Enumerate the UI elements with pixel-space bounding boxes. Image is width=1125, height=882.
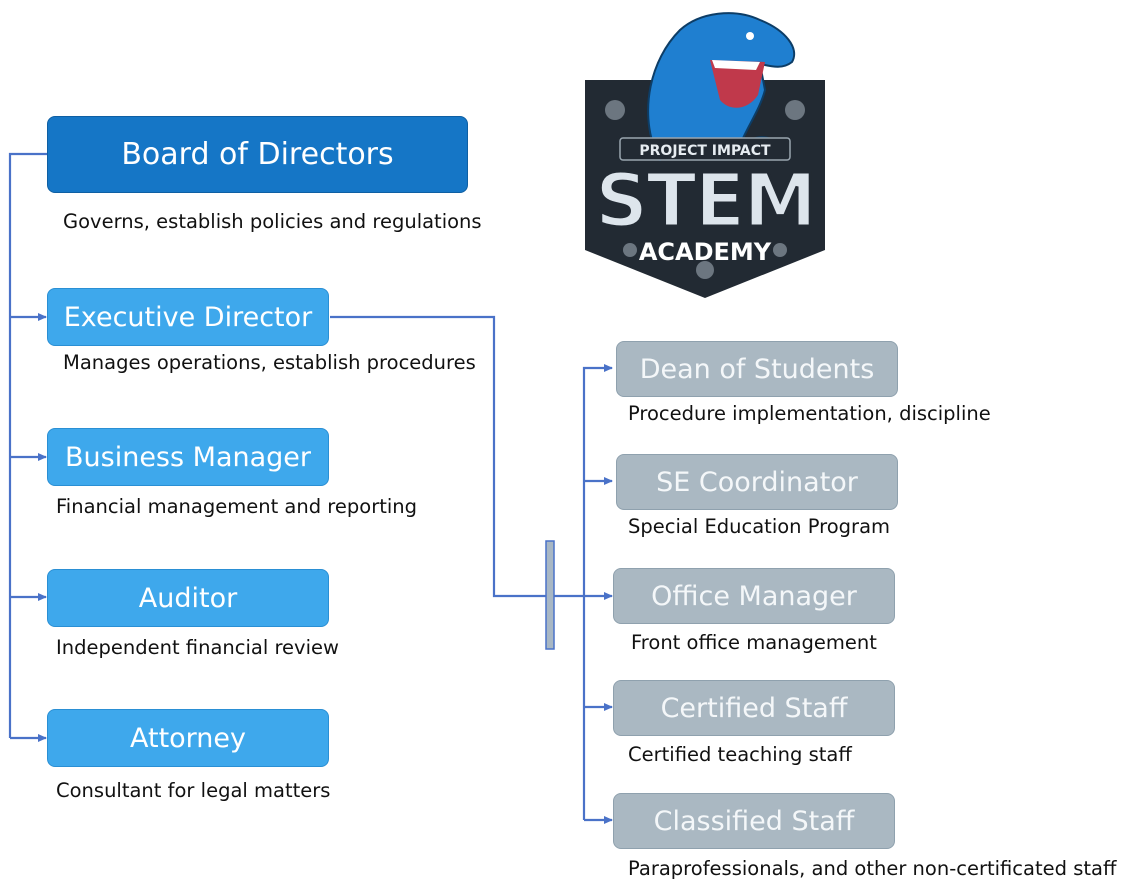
certified-staff-box: Certified Staff — [613, 680, 895, 736]
executive-to-staff-line — [330, 315, 548, 598]
attorney-description: Consultant for legal matters — [56, 779, 331, 802]
classified-staff-description: Paraprofessionals, and other non-certifi… — [628, 857, 1117, 880]
dean-of-students-box: Dean of Students — [616, 341, 898, 397]
logo-banner — [619, 137, 791, 161]
attorney-box: Attorney — [47, 709, 329, 767]
left-trunk-line — [8, 152, 47, 738]
se-coordinator-box: SE Coordinator — [616, 454, 898, 510]
board-description: Governs, establish policies and regulati… — [63, 210, 482, 233]
logo-top-text: PROJECT IMPACT — [639, 143, 771, 159]
auditor-description: Independent financial review — [56, 636, 339, 659]
se-coordinator-description: Special Education Program — [628, 515, 891, 538]
classified-staff-box: Classified Staff — [613, 793, 895, 849]
executive-director-description: Manages operations, establish procedures — [63, 351, 476, 374]
office-manager-description: Front office management — [631, 631, 877, 654]
logo-shield — [585, 80, 825, 298]
office-manager-box: Office Manager — [613, 568, 895, 624]
executive-director-box: Executive Director — [47, 288, 329, 346]
board-of-directors-box: Board of Directors — [47, 116, 468, 193]
certified-staff-description: Certified teaching staff — [628, 743, 852, 766]
junction-bar — [545, 540, 555, 650]
stem-academy-logo: PROJECT IMPACT STEM ACADEMY — [585, 12, 825, 298]
auditor-box: Auditor — [47, 569, 329, 627]
dean-of-students-description: Procedure implementation, discipline — [628, 402, 991, 425]
logo-bottom-text: ACADEMY — [639, 238, 772, 266]
business-manager-description: Financial management and reporting — [56, 495, 418, 518]
right-trunk-line — [582, 364, 613, 820]
logo-main-text: STEM — [595, 158, 815, 244]
business-manager-box: Business Manager — [47, 428, 329, 486]
